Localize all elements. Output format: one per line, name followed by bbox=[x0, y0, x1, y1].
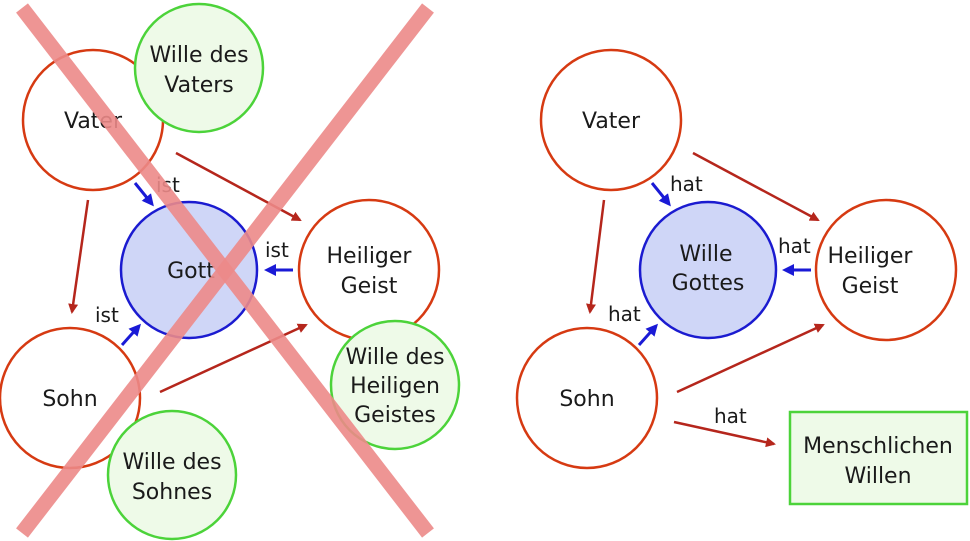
circle-wille-gottes bbox=[638, 200, 778, 340]
label-geist-left-2: Geist bbox=[341, 274, 398, 299]
label-rel-vater-right: hat bbox=[670, 172, 703, 196]
box-human-will bbox=[788, 410, 969, 506]
label-will-vater-2: Vaters bbox=[164, 73, 234, 98]
circle-will-sohn bbox=[106, 409, 238, 541]
arrow-sohn-wille bbox=[637, 323, 659, 347]
label-will-sohn-1: Wille des bbox=[122, 450, 221, 475]
arrow-sohn-gott bbox=[120, 323, 142, 347]
label-rel-human: hat bbox=[714, 404, 747, 428]
label-will-vater-1: Wille des bbox=[149, 43, 248, 68]
label-sohn-right: Sohn bbox=[559, 387, 614, 412]
circle-will-vater bbox=[133, 2, 265, 134]
label-rel-geist-left: ist bbox=[265, 238, 289, 262]
arrow-sohn-human bbox=[673, 420, 776, 448]
label-vater-right: Vater bbox=[582, 109, 641, 134]
arrow-vater-sohn-right bbox=[586, 199, 606, 314]
label-human-will-1: Menschlichen bbox=[803, 434, 953, 459]
arrow-vater-gott bbox=[133, 182, 154, 207]
label-rel-sohn-left: ist bbox=[95, 303, 119, 327]
label-rel-geist-right: hat bbox=[778, 234, 811, 258]
circle-geist-right bbox=[814, 198, 958, 342]
arrow-vater-sohn-left bbox=[68, 199, 90, 314]
circle-gott bbox=[119, 200, 259, 340]
arrow-vater-wille bbox=[650, 182, 671, 207]
label-wille-gottes-2: Gottes bbox=[672, 271, 745, 296]
circle-will-geist bbox=[329, 319, 461, 451]
cross-stroke-2 bbox=[16, 3, 434, 538]
label-will-geist-1: Wille des bbox=[345, 345, 444, 370]
label-will-geist-2: Heiligen bbox=[350, 374, 440, 399]
left-diagram: Vater Sohn Heiliger Geist Gott ist ist i… bbox=[0, 2, 461, 541]
label-gott: Gott bbox=[167, 259, 215, 284]
circle-vater-right bbox=[539, 48, 683, 192]
label-geist-left-1: Heiliger bbox=[327, 244, 413, 269]
label-sohn-left: Sohn bbox=[42, 387, 97, 412]
circle-geist-left bbox=[297, 198, 441, 342]
arrow-vater-geist-right bbox=[692, 151, 820, 222]
label-wille-gottes-1: Wille bbox=[679, 242, 732, 267]
label-geist-right-1: Heiliger bbox=[828, 244, 914, 269]
arrow-sohn-geist-right bbox=[676, 323, 825, 394]
label-will-sohn-2: Sohnes bbox=[132, 480, 212, 505]
circle-sohn-right bbox=[515, 326, 659, 470]
label-will-geist-3: Geistes bbox=[354, 403, 436, 428]
label-rel-sohn-right: hat bbox=[608, 302, 641, 326]
label-human-will-2: Willen bbox=[844, 464, 911, 489]
right-diagram: Vater Sohn Heiliger Geist Wille Gottes h… bbox=[515, 48, 969, 506]
label-geist-right-2: Geist bbox=[842, 274, 899, 299]
